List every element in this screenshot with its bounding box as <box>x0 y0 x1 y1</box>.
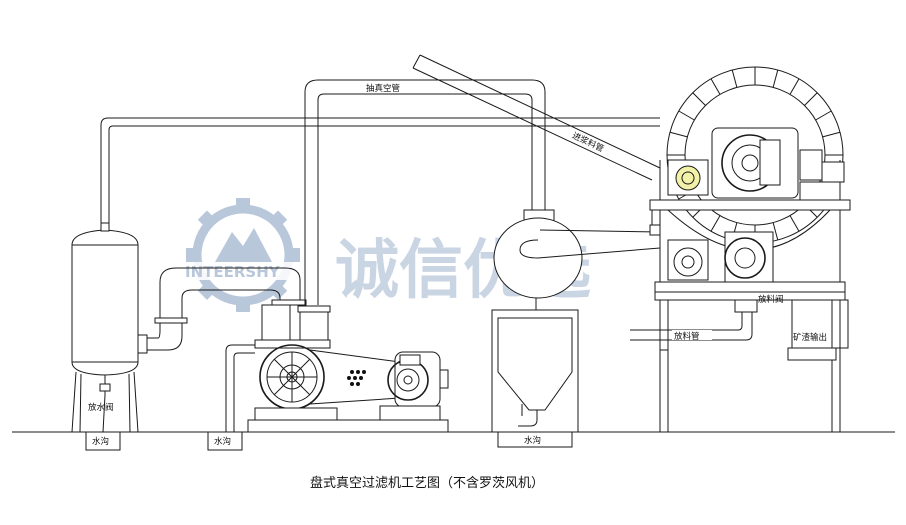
filter-sector-spoke <box>772 69 779 88</box>
filter-sector-spoke <box>710 215 721 232</box>
ditch-3-label: 水沟 <box>524 435 541 446</box>
vent-holes <box>347 370 366 386</box>
ditch-2: 水沟 <box>207 431 243 451</box>
ditch-2-label: 水沟 <box>214 436 231 447</box>
return-pipe <box>100 117 660 223</box>
filter-sector-spoke <box>772 222 779 241</box>
drain-valve-filter-label: 放料阀 <box>758 294 784 305</box>
filter-sector-spoke <box>692 92 706 106</box>
vacuum-receiver <box>491 209 661 433</box>
diagram-caption: 盘式真空过滤机工艺图（不含罗茨风机） <box>310 475 544 491</box>
filter-sector-spoke <box>815 110 832 121</box>
pump-suction-pipe <box>147 267 307 351</box>
filter-sector-spoke <box>804 92 818 106</box>
ditch-1-label: 水沟 <box>92 436 109 447</box>
filter-sector-spoke <box>669 131 688 138</box>
ditch-3: 水沟 <box>497 431 573 448</box>
filter-sector-spoke <box>710 78 721 95</box>
disc-filter: 放料阀 放料管 矿渣输出 <box>630 66 851 432</box>
water-tank: 放水阀 <box>71 222 148 433</box>
ditch-1: 水沟 <box>85 431 121 451</box>
filter-sector-spoke <box>731 69 738 88</box>
feed-pipe: 进浆料管 <box>412 54 661 181</box>
filter-sector-spoke <box>678 110 695 121</box>
watermark-logo-text: INTEERSHY <box>185 263 281 281</box>
drain-valve-tank-label: 放水阀 <box>88 402 114 413</box>
vacuum-pump <box>225 304 449 433</box>
filter-sector-spoke <box>789 78 800 95</box>
motor-drive <box>309 349 449 421</box>
filter-sector-spoke <box>822 131 841 138</box>
discharge-pipe-label: 放料管 <box>674 331 700 342</box>
vacuum-pipe-label: 抽真空管 <box>366 83 400 94</box>
filter-sector-spoke <box>789 215 800 232</box>
gear-logo-icon <box>176 198 316 312</box>
vacuum-pipe: 抽真空管 <box>304 79 546 305</box>
slag-output-label: 矿渣输出 <box>793 332 827 343</box>
